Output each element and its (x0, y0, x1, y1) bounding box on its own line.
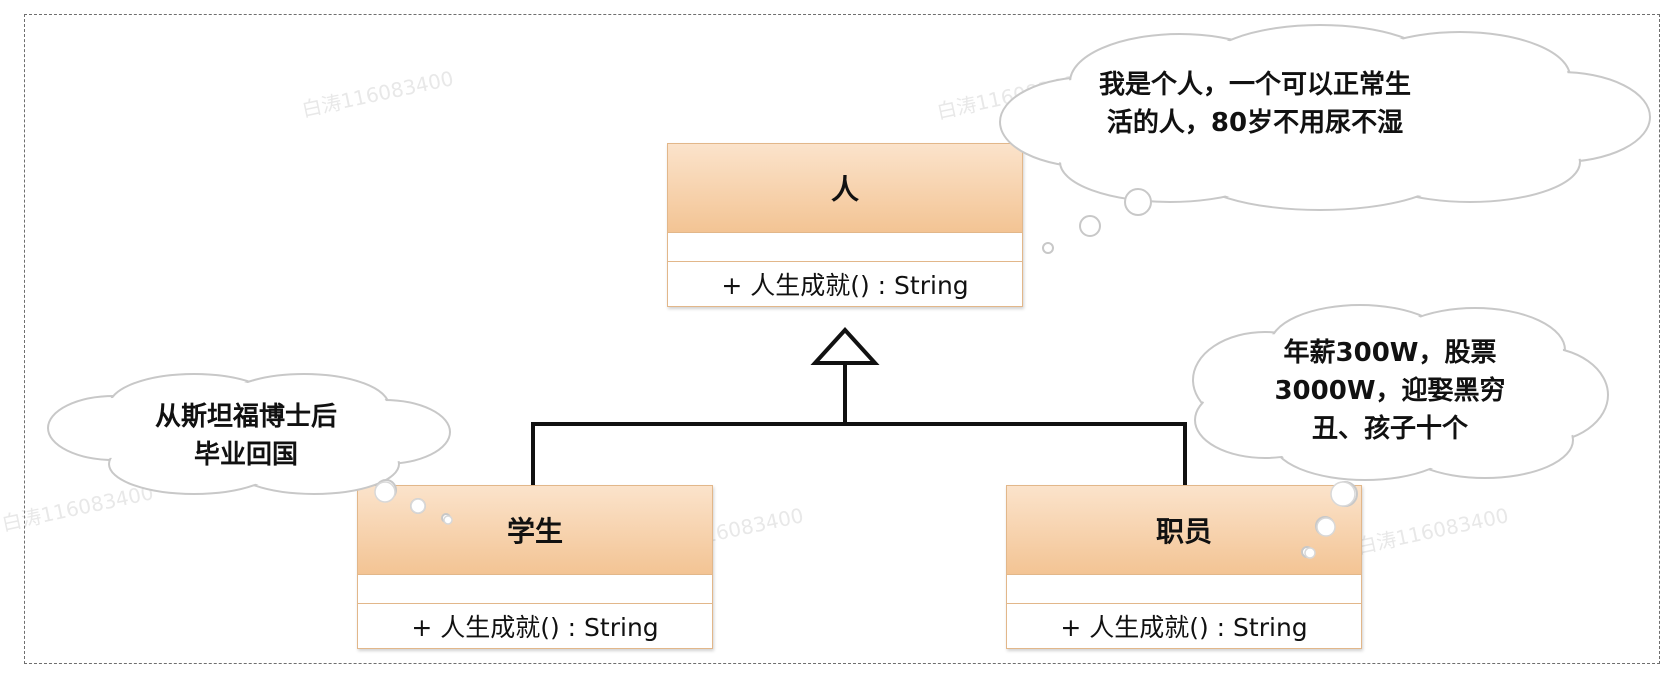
class-employee-attributes (1007, 575, 1361, 604)
bubble-icon (443, 515, 453, 525)
bubble-icon (374, 481, 396, 503)
bubble-icon (1330, 481, 1356, 507)
class-employee[interactable]: 职员 + 人生成就() : String (1006, 485, 1362, 649)
cloud-employee-line: 3000W，迎娶黑穷 (1274, 376, 1506, 406)
thought-cloud-employee (1192, 304, 1609, 558)
class-person-name: 人 (668, 144, 1022, 233)
cloud-student-line: 从斯坦福博士后 (154, 402, 337, 432)
class-employee-name: 职员 (1007, 486, 1361, 575)
class-student-method: + 人生成就() : String (411, 613, 659, 642)
cloud-person-text: 我是个人，一个可以正常生 活的人，80岁不用尿不湿 (1060, 66, 1450, 142)
bubble-icon (410, 498, 426, 514)
class-person[interactable]: 人 + 人生成就() : String (667, 143, 1023, 307)
thought-cloud-person (999, 24, 1651, 254)
class-person-attributes (668, 233, 1022, 262)
cloud-person-line: 我是个人，一个可以正常生 (1098, 70, 1411, 100)
class-student-name: 学生 (358, 486, 712, 575)
bubble-icon (1304, 547, 1316, 559)
cloud-student-line: 毕业回国 (193, 440, 298, 470)
cloud-employee-text: 年薪300W，股票 3000W，迎娶黑穷 丑、孩子十个 (1230, 334, 1550, 448)
cloud-employee-line: 年薪300W，股票 (1283, 338, 1497, 368)
bubble-icon (1316, 517, 1336, 537)
class-employee-method: + 人生成就() : String (1060, 613, 1308, 642)
diagram-frame (24, 14, 1660, 664)
class-student-attributes (358, 575, 712, 604)
class-person-method: + 人生成就() : String (721, 271, 969, 300)
cloud-person-line: 活的人，80岁不用尿不湿 (1106, 108, 1404, 138)
cloud-student-text: 从斯坦福博士后 毕业回国 (96, 398, 396, 474)
cloud-employee-line: 丑、孩子十个 (1311, 414, 1468, 444)
